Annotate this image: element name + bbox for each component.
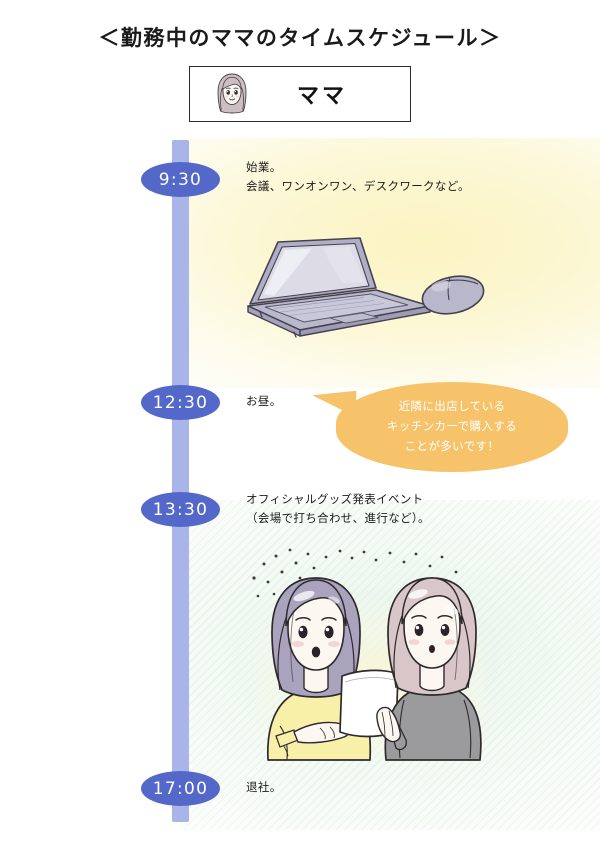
speech-bubble-text: 近隣に出店している キッチンカーで購入する ことが多いです！ xyxy=(386,399,518,453)
entry-text-0: 始業。 会議、ワンオンワン、デスクワークなど。 xyxy=(246,160,470,193)
persona-label: ママ xyxy=(296,84,347,109)
laptop-and-mouse-illustration xyxy=(247,237,485,338)
entry-text-3: 退社。 xyxy=(246,780,282,794)
timeline-bar xyxy=(172,140,189,822)
time-badge-3: 17:00 xyxy=(141,771,220,806)
mama-avatar-icon xyxy=(217,73,247,114)
persona-header-box: ママ xyxy=(189,66,411,122)
time-badge-1: 12:30 xyxy=(141,385,220,420)
two-women-discussing-illustration xyxy=(252,548,482,761)
time-badge-2: 13:30 xyxy=(141,492,220,527)
time-badge-0: 9:30 xyxy=(141,162,220,197)
page-title: ＜勤務中のママのタイムスケジュール＞ xyxy=(98,26,502,50)
speech-bubble: 近隣に出店している キッチンカーで購入する ことが多いです！ xyxy=(336,382,568,472)
entry-text-1: お昼。 xyxy=(246,394,282,408)
entry-text-2: オフィシャルグッズ発表イベント （会場で打ち合わせ、進行など）。 xyxy=(246,492,430,525)
